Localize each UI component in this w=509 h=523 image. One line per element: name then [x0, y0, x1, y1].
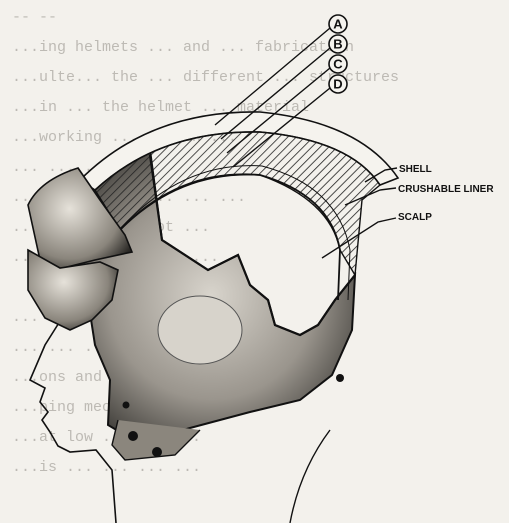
- scalp-label: SCALP: [398, 212, 432, 223]
- snap-button: [336, 374, 344, 382]
- callout-letter-b: B: [333, 37, 342, 52]
- callout-letter-c: C: [333, 57, 343, 72]
- callout-letter-d: D: [333, 77, 342, 92]
- callout-letter-a: A: [333, 17, 343, 32]
- shell-label: SHELL: [399, 164, 432, 175]
- snap-button: [123, 402, 130, 409]
- snap-button: [128, 431, 138, 441]
- snap-button: [152, 447, 162, 457]
- ear-cup: [158, 296, 242, 364]
- callout-leader-a: [215, 28, 330, 125]
- neck-line: [290, 430, 330, 523]
- crushable-liner-label: CRUSHABLE LINER: [398, 184, 494, 195]
